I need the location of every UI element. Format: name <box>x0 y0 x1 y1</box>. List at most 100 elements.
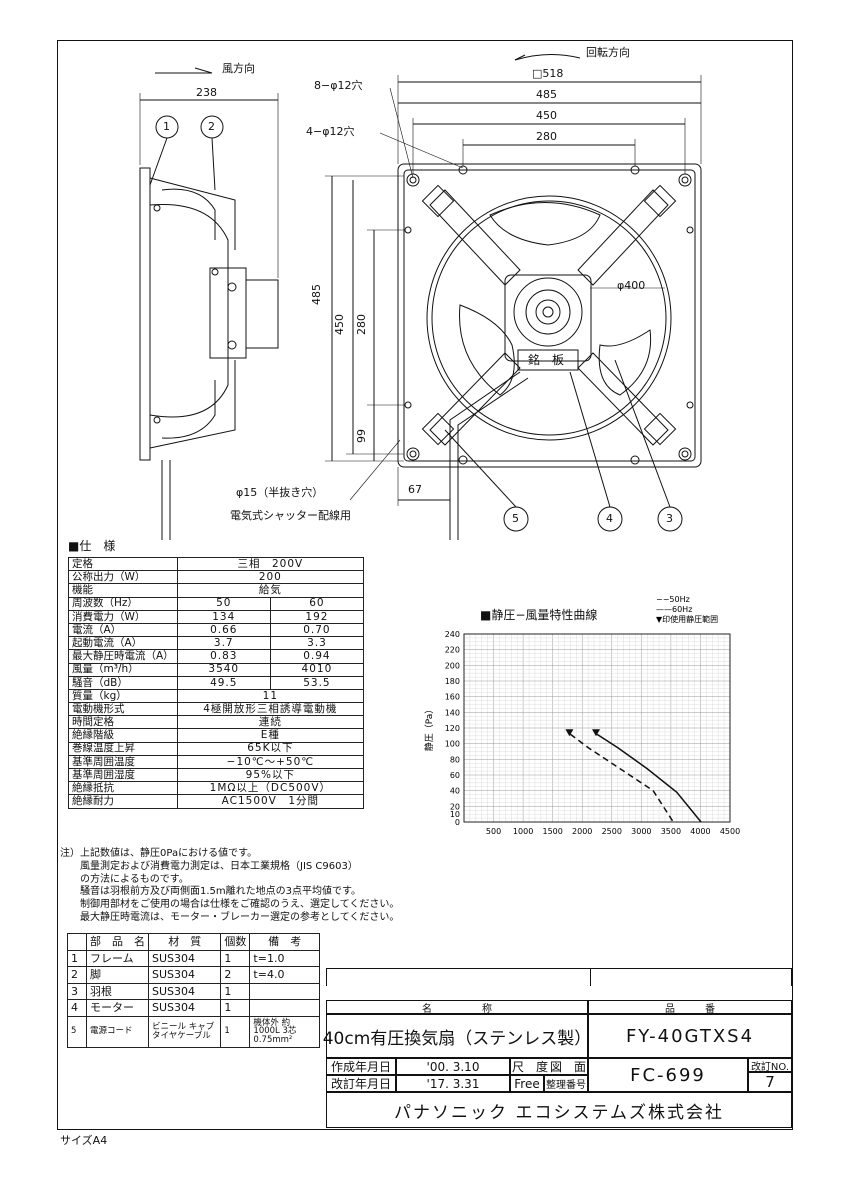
tb-revised: '17. 3.31 <box>396 1075 510 1092</box>
callout-3: 3 <box>666 512 673 525</box>
wind-direction-label: 風方向 <box>222 62 255 75</box>
spec-value: E種 <box>176 728 365 743</box>
y-tick-label: 160 <box>445 693 460 702</box>
tb-top-right <box>590 968 792 986</box>
shutter-note: 電気式シャッター配線用 <box>230 509 351 522</box>
parts-qty: 1 <box>220 1015 251 1048</box>
parts-header: 材 質 <box>147 933 222 951</box>
spec-value-v50: 50 <box>176 596 271 611</box>
y-tick-label: 180 <box>445 677 460 686</box>
chart-title: ■静圧−風量特性曲線 <box>480 608 598 622</box>
parts-name: 脚 <box>86 966 149 984</box>
y-tick-label: 20 <box>450 802 460 811</box>
spec-value: 95%以下 <box>176 767 365 783</box>
parts-material: SUS304 <box>147 966 222 984</box>
callout-2: 2 <box>208 120 215 133</box>
spec-label: 周波数（Hz） <box>68 596 178 611</box>
spec-value: 4極開放形三相誘導電動機 <box>176 702 365 717</box>
parts-material: SUS304 <box>147 982 222 1000</box>
tb-scale-box: 尺 度 図 面 <box>510 1058 588 1075</box>
nameplate <box>517 349 579 371</box>
spec-row: 時間定格連続 <box>68 715 365 730</box>
parts-no: 2 <box>67 966 87 984</box>
dim-sq518: □518 <box>532 67 564 80</box>
y-tick-label: 220 <box>445 646 460 655</box>
legend-entry: −−50Hz <box>656 595 690 604</box>
nameplate-label: 銘 板 <box>528 353 565 367</box>
x-tick-label: 2500 <box>602 827 622 836</box>
spec-row: 機能給気 <box>68 583 365 598</box>
y-tick-label: 240 <box>445 630 460 639</box>
spec-value: 連続 <box>176 715 365 730</box>
spec-value-v60: 53.5 <box>269 675 365 690</box>
spec-row: 質量（kg）11 <box>68 688 365 704</box>
spec-label: 定格 <box>68 556 178 572</box>
series-line-60Hz <box>596 733 702 823</box>
tb-drawing-no: FC-699 <box>588 1058 748 1092</box>
spec-value-v50: 49.5 <box>176 675 271 690</box>
y-axis-label: 静圧（Pa） <box>423 705 435 752</box>
x-tick-label: 3500 <box>661 827 681 836</box>
knockout-note: φ15（半抜き穴） <box>236 486 324 499</box>
spec-row: 基準周囲温度−10℃〜+50℃ <box>68 754 365 770</box>
legend-entry: ——60Hz <box>656 605 692 614</box>
spec-value-v60: 60 <box>269 596 365 611</box>
tb-model-header: 品 番 <box>588 1000 792 1015</box>
x-tick-label: 500 <box>486 827 501 836</box>
parts-header-row: 部 品 名材 質個数備 考 <box>67 933 320 951</box>
spec-label: 巻線温度上昇 <box>68 741 178 756</box>
spec-value: 65K以下 <box>176 741 365 756</box>
spec-row: 公称出力（W）200 <box>68 570 365 585</box>
spec-label: 絶縁耐力 <box>68 794 178 809</box>
x-tick-label: 4500 <box>720 827 740 836</box>
dim-holes4: 4−φ12穴 <box>306 125 355 138</box>
parts-header: 部 品 名 <box>86 933 149 951</box>
front-bellmouth <box>426 195 672 441</box>
tb-control-label: 整理番号 <box>544 1075 588 1092</box>
x-tick-label: 1500 <box>542 827 562 836</box>
parts-note: 機体外 約1000L 3芯 0.75mm² <box>249 1015 320 1048</box>
parts-no: 5 <box>67 1015 87 1048</box>
legend-entry: ▼印使用静圧範囲 <box>656 614 718 624</box>
spec-heading: ■仕 様 <box>68 539 116 553</box>
tb-created-label: 作成年月日 <box>326 1058 396 1075</box>
y-tick-label: 140 <box>445 708 460 717</box>
spec-label: 消費電力（W） <box>68 609 178 624</box>
callout-5: 5 <box>512 512 519 525</box>
side-blades <box>149 203 229 418</box>
motor-hub <box>504 274 592 362</box>
parts-no: 4 <box>67 999 87 1017</box>
dim-h485: 485 <box>310 284 323 305</box>
callout-4: 4 <box>606 512 613 525</box>
spec-label: 基準周囲湿度 <box>68 767 178 783</box>
parts-note <box>249 982 320 1000</box>
dim-depth: 238 <box>196 86 217 99</box>
y-tick-label: 40 <box>450 787 460 796</box>
parts-name: 電源コード <box>86 1015 149 1048</box>
parts-name: 羽根 <box>86 982 149 1000</box>
spec-value-v50: 0.66 <box>176 622 271 638</box>
side-leg-top <box>149 177 236 250</box>
tb-revised-label: 改訂年月日 <box>326 1075 396 1092</box>
spec-row: 定格三相 200V <box>68 556 365 572</box>
x-tick-label: 4000 <box>690 827 710 836</box>
parts-material: ビニール キャブタイヤケーブル <box>147 1015 222 1048</box>
parts-qty: 1 <box>220 982 251 1000</box>
spec-value: −10℃〜+50℃ <box>176 754 365 770</box>
tb-name-header: 名 称 <box>326 1000 588 1015</box>
spec-value: AC1500V 1分間 <box>176 794 365 809</box>
x-tick-label: 1000 <box>513 827 533 836</box>
parts-material: SUS304 <box>147 999 222 1017</box>
tb-rev-label: 改訂NO. <box>748 1058 792 1073</box>
dim-h280: 280 <box>355 314 368 335</box>
spec-value-v60: 3.3 <box>269 636 365 651</box>
